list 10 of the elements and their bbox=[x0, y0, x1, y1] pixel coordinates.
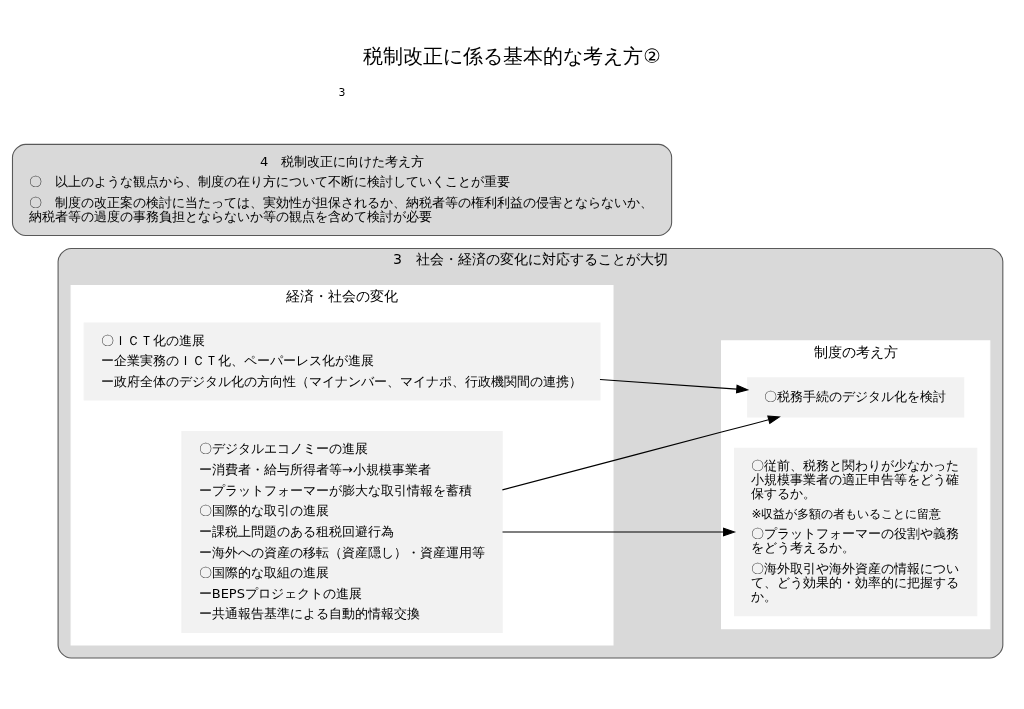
label: 3 bbox=[338, 85, 346, 99]
diagram-title: 税制改正に係る基本的な考え方② bbox=[363, 44, 661, 68]
node-box: 〇税務手続のデジタル化を検討 bbox=[747, 376, 965, 417]
node-box: 〇デジタルエコノミーの進展 ー消費者・給与所得者等→小規模事業者 ープラットフォーマーが膨大な取引情報を蓄積 〇国際的な取引の進展 ー課税上問題のある租税回避行為 ー海外への資産の移転（資産隠し）・資産運用等 〇国際的な取組の進展 ーBEPSプロジェクトの進展 ー共通報告基準による自動的情報交換 bbox=[181, 430, 503, 633]
arrow bbox=[599, 378, 750, 394]
node-box: 〇ＩＣＴ化の進展 ー企業実務のＩＣＴ化、ペーパーレス化が進展 ー政府全体のデジタル化の方向性（マイナンバー、マイナポ、行政機関間の連携） bbox=[83, 321, 601, 401]
node-box: 4 税制改正に向けた考え方 〇 以上のような観点から、制度の在り方について不断に検討していくことが重要 〇 制度の改正案の検討に当たっては、実効性が担保されるか、納税者等の権利利益の侵害とならないか、納税者等の過度の事務負担とならないか等の観点を含めて検討が必要 bbox=[11, 143, 673, 236]
arrow bbox=[501, 526, 737, 537]
node-box: 〇従前、税務と関わりが少なかった小規模事業者の適正申告等をどう確保するか。 ※収益が多額の者もいることに留意 〇プラットフォーマーの役割や義務をどう考えるか。 〇海外取引や海外資産の情報について、どう効果的・効率的に把握するか。 bbox=[734, 447, 978, 616]
arrow bbox=[501, 414, 781, 490]
